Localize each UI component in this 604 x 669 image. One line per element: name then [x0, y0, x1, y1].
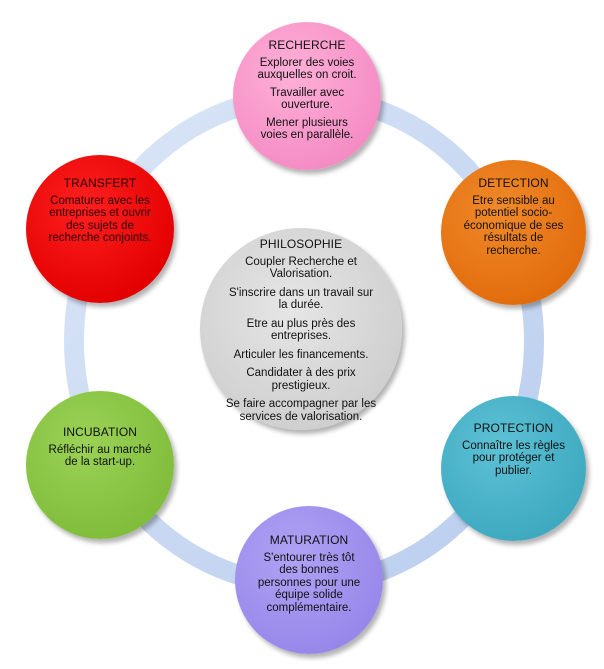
node-incubation: INCUBATION Réfléchir au marché de la sta…: [26, 391, 174, 539]
node-item: S'entourer très tôt des bonnes personnes…: [257, 551, 361, 614]
node-item: Comaturer avec les entreprises et ouvrir…: [48, 194, 152, 245]
node-title: INCUBATION: [62, 425, 138, 439]
center-title: PHILOSOPHIE: [259, 237, 343, 251]
center-item: Se faire accompagner par les services de…: [225, 398, 377, 423]
node-transfert: TRANSFERT Comaturer avec les entreprises…: [26, 155, 174, 303]
center-item: Etre au plus près des entreprises.: [246, 317, 356, 343]
node-title: TRANSFERT: [63, 176, 137, 190]
node-philosophie-center: PHILOSOPHIE Coupler Recherche et Valoris…: [200, 228, 402, 430]
center-item: S'inscrire dans un travail sur la durée.: [228, 286, 374, 312]
node-title: PROTECTION: [473, 421, 554, 435]
node-title: DETECTION: [478, 176, 549, 190]
node-item: Mener plusieurs voies en parallèle.: [260, 116, 354, 142]
node-item: Réfléchir au marché de la start-up.: [48, 443, 152, 469]
node-recherche: RECHERCHE Explorer des voies auxquelles …: [233, 22, 381, 170]
node-item: Connaître les règles pour protéger et pu…: [462, 439, 565, 477]
node-title: RECHERCHE: [268, 38, 346, 52]
node-protection: PROTECTION Connaître les règles pour pro…: [441, 396, 586, 541]
node-maturation: MATURATION S'entourer très tôt des bonne…: [235, 506, 383, 654]
center-item: Candidater à des prix prestigieux.: [246, 367, 356, 392]
node-item: Etre sensible au potentiel socio-économi…: [463, 194, 564, 257]
node-title: MATURATION: [269, 533, 349, 547]
node-item: Travailler avec ouverture.: [269, 86, 345, 112]
node-detection: DETECTION Etre sensible au potentiel soc…: [441, 160, 586, 305]
center-item: Coupler Recherche et Valorisation.: [245, 255, 357, 281]
node-item: Explorer des voies auxquelles on croit.: [257, 56, 357, 82]
center-item: Articuler les financements.: [233, 348, 369, 361]
